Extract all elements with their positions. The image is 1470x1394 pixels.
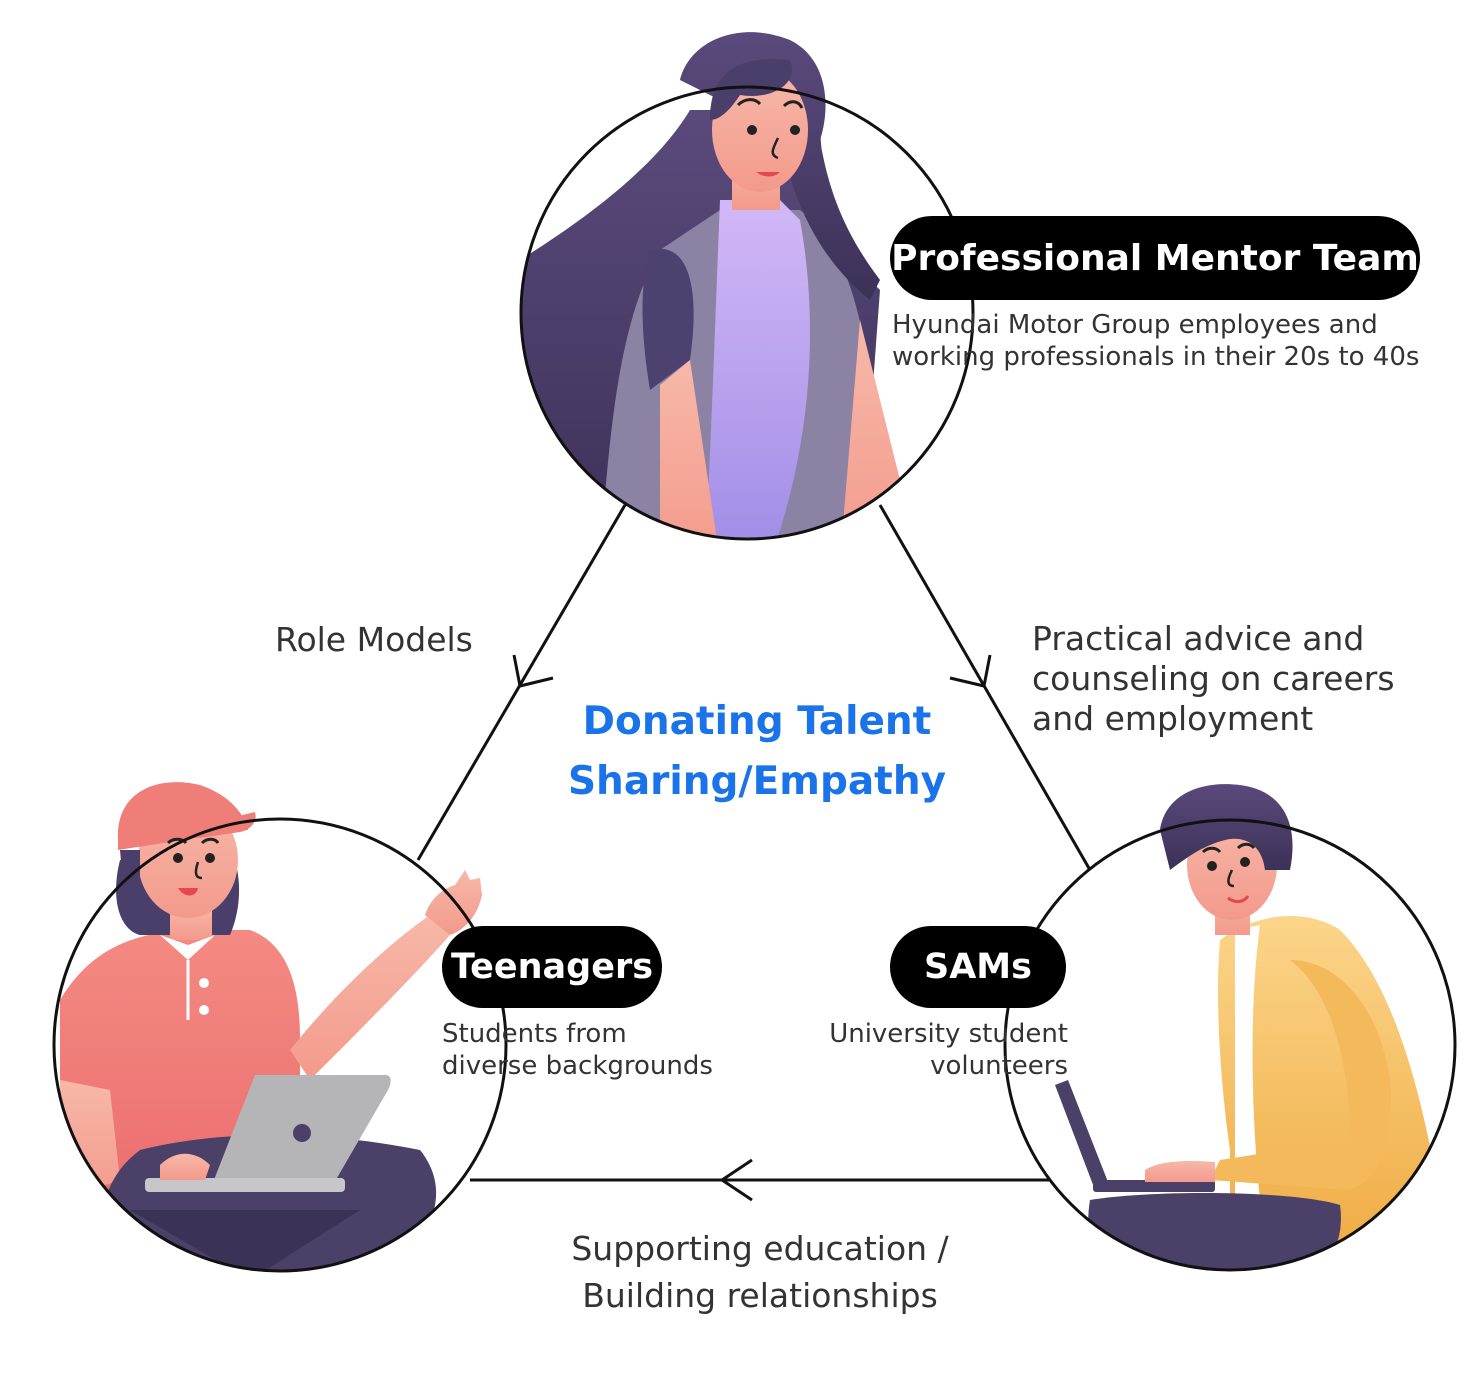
sams-desc-line2: volunteers	[930, 1051, 1068, 1081]
teenagers-desc-line1: Students from	[442, 1019, 627, 1049]
edge-label-advice-line2: counseling on careers	[1032, 659, 1395, 698]
arrowhead-mentor-sams	[949, 654, 992, 688]
mentor-desc-line1: Hyundai Motor Group employees and	[892, 310, 1378, 340]
teenagers-label: Teenagers	[442, 926, 662, 1008]
sams-label: SAMs	[890, 926, 1066, 1008]
edge-label-role-models: Role Models	[275, 620, 473, 659]
arrowhead-sams-teen	[719, 1158, 753, 1202]
edge-label-advice-line3: and employment	[1032, 699, 1314, 738]
mentor-woman-illustration	[521, 32, 900, 539]
edge-label-support-line2: Building relationships	[582, 1276, 938, 1315]
center-title-line2: Sharing/Empathy	[567, 759, 947, 804]
connector-lines	[416, 504, 1092, 1202]
center-title-line1: Donating Talent	[582, 699, 932, 744]
edge-line-mentor-teen	[416, 504, 627, 861]
edge-label-support-line1: Supporting education /	[571, 1229, 949, 1268]
teenagers-desc-line2: diverse backgrounds	[442, 1051, 713, 1081]
mentor-circle	[519, 85, 975, 541]
mentor-desc-line2: working professionals in their 20s to 40…	[892, 342, 1420, 372]
sams-circle	[1003, 818, 1457, 1272]
sams-desc-line1: University student	[829, 1019, 1068, 1049]
edge-label-advice-line1: Practical advice and	[1032, 619, 1365, 658]
teen-with-laptop-illustration	[60, 782, 482, 1271]
mentor-label: Professional Mentor Team	[890, 216, 1420, 300]
student-with-laptop-illustration	[1055, 784, 1440, 1270]
teenagers-circle	[52, 817, 508, 1273]
arrowhead-mentor-teen	[512, 654, 554, 688]
